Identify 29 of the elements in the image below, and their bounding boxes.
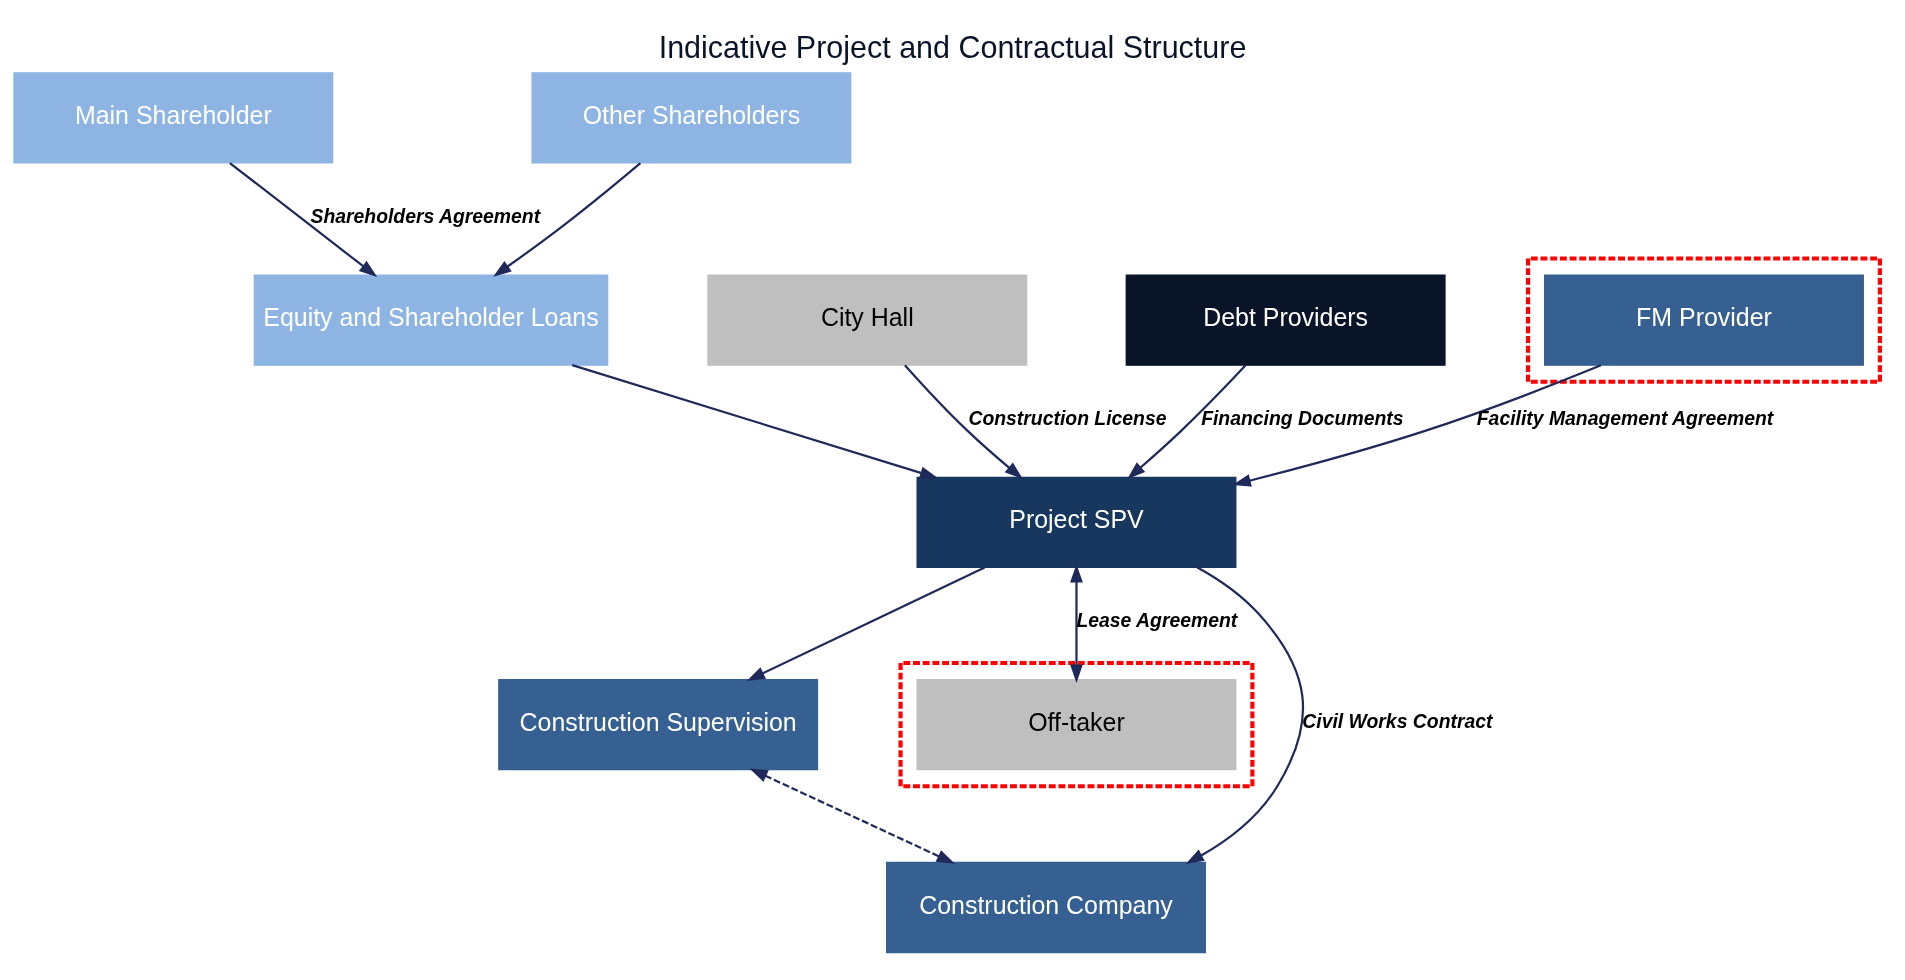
node-box: Project SPV (916, 476, 1237, 568)
arrow (571, 363, 939, 479)
edge-label: Financing Documents (1201, 406, 1404, 429)
node-box: Off-taker (916, 678, 1237, 770)
arrow (749, 767, 955, 864)
cluster (1525, 255, 1882, 384)
diagram-title: Indicative Project and Contractual Structure (658, 29, 1247, 64)
edge-label: Construction License (968, 406, 1167, 429)
arrow (1127, 364, 1247, 479)
arrow (746, 566, 986, 681)
cluster (898, 660, 1255, 788)
node-box: Construction Company (886, 861, 1206, 953)
edge-label: Lease Agreement (1076, 608, 1238, 631)
arrow (493, 161, 642, 277)
edge-label: Shareholders Agreement (310, 204, 541, 227)
node-box: Equity and Shareholder Loans (253, 273, 609, 366)
node-box: Other Shareholders (531, 71, 852, 164)
arrow (1232, 363, 1602, 487)
arrow (1185, 566, 1305, 864)
arrow (229, 161, 378, 277)
node-box: City Hall (707, 273, 1028, 366)
edge-label: Civil Works Contract (1302, 709, 1493, 732)
arrow (904, 363, 1023, 479)
node-box: Debt Providers (1125, 273, 1446, 366)
node-box: Construction Supervision (498, 678, 819, 770)
arrow (1070, 563, 1083, 683)
node-box: FM Provider (1543, 273, 1864, 366)
node-box: Main Shareholder (13, 71, 334, 164)
edge-label: Facility Management Agreement (1476, 406, 1774, 429)
